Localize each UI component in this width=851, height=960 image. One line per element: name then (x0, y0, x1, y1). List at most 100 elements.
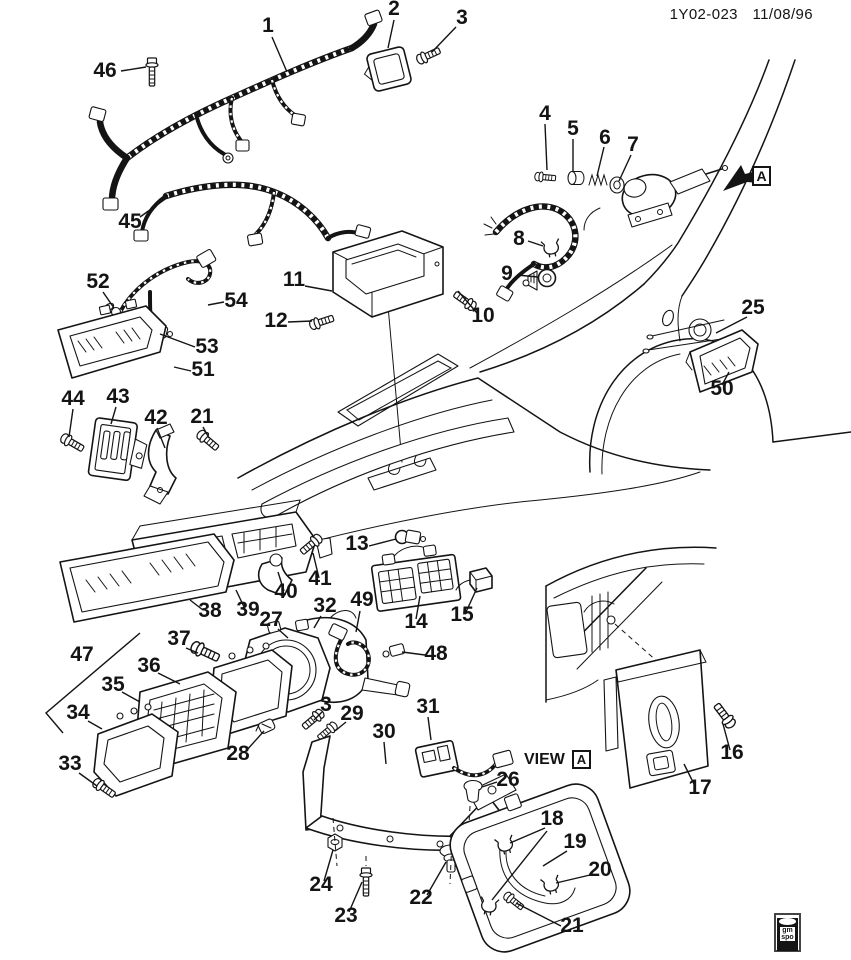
leader-line-45-0 (139, 196, 169, 218)
leader-line-11-0 (304, 285, 333, 292)
callout-47-36: 47 (70, 643, 93, 666)
callout-46-3: 46 (93, 59, 116, 82)
turn-lamp-lens-38 (59, 533, 235, 623)
view-a-car-corner (545, 546, 717, 703)
callout-11-13: 11 (283, 268, 306, 291)
leader-line-3-0 (431, 26, 457, 53)
document-date: 11/08/96 (752, 6, 813, 23)
callout-3-42: 3 (320, 693, 332, 716)
lamp-switch-31 (414, 739, 514, 778)
connector-15 (455, 567, 493, 593)
lamp-bracket-40 (257, 553, 293, 597)
callout-41-25: 41 (308, 567, 332, 590)
mounting-plate (87, 417, 148, 482)
callout-39-27: 39 (236, 598, 259, 621)
hood-scoop-recess (337, 305, 459, 463)
direction-arrow-icon (723, 165, 759, 191)
leader-line-3-0 (313, 711, 323, 721)
front-bumper-fascia (237, 377, 711, 547)
callout-21-23: 21 (190, 405, 214, 428)
headlamp-door (332, 230, 444, 318)
screw-21 (194, 427, 222, 454)
callout-49-33: 49 (350, 588, 373, 611)
document-id: 1Y02-023 (669, 6, 738, 23)
leader-line-13-0 (368, 538, 397, 547)
engine-wiring-harness (88, 9, 383, 247)
gm-spo-logo-inner: gm spo (777, 918, 798, 951)
callout-48-34: 48 (424, 642, 448, 665)
callout-22-55: 22 (409, 886, 432, 909)
callout-17-48: 17 (688, 776, 711, 799)
callout-7-8: 7 (627, 133, 639, 156)
callout-29-43: 29 (340, 702, 363, 725)
leader-line-25-0 (715, 316, 748, 334)
gm-spo-logo-text: gm spo (779, 926, 796, 942)
leader-line-35-0 (121, 691, 141, 703)
leader-line-23-0 (348, 881, 363, 913)
gm-logo-oval-icon (779, 918, 796, 925)
screw-46 (145, 57, 159, 87)
callout-34-39: 34 (66, 701, 90, 724)
leader-line-24-0 (323, 849, 334, 882)
leader-line-43-0 (110, 406, 117, 425)
callout-21-52: 21 (560, 914, 584, 937)
car-body-front-outline (469, 59, 851, 475)
callout-31-45: 31 (416, 695, 440, 718)
leader-line-34-0 (87, 720, 103, 730)
leader-line-17-0 (683, 763, 695, 785)
callout-52-11: 52 (86, 270, 109, 293)
callout-2-1: 2 (388, 0, 400, 20)
callout-40-26: 40 (274, 580, 297, 603)
callout-27-31: 27 (259, 608, 282, 631)
callout-9-10: 9 (501, 262, 513, 285)
headlamp-opening-cover-17 (603, 649, 709, 789)
callout-10-15: 10 (471, 304, 494, 327)
bolt-23 (359, 856, 373, 897)
leader-line-15-0 (465, 587, 478, 613)
leader-line-28-0 (245, 730, 265, 752)
leader-line-40-0 (277, 571, 285, 592)
leader-line-53-0 (159, 333, 196, 348)
leader-line-51-0 (173, 366, 192, 372)
screw-44 (58, 431, 87, 455)
bumper-plug-26 (463, 779, 483, 843)
callout-4-5: 4 (539, 102, 551, 125)
callout-43-21: 43 (106, 385, 129, 408)
callout-13-24: 13 (345, 532, 368, 555)
callout-1: 1 (262, 14, 274, 37)
headlamp-bezel-34 (93, 703, 179, 797)
leader-line-22-0 (426, 861, 447, 896)
callout-16-47: 16 (720, 741, 743, 764)
leader-line-46-0 (120, 66, 147, 72)
leader-line-2-0 (387, 19, 395, 49)
leader-line-14-0 (415, 595, 421, 620)
leader-line-21-0 (515, 902, 562, 927)
leader-line-7-0 (618, 154, 632, 182)
actuator-grommet (609, 176, 625, 194)
actuator-spring (588, 173, 608, 187)
callout-51-17: 51 (191, 358, 215, 381)
callout-6-7: 6 (599, 126, 611, 149)
view-a-box-letter: A (571, 750, 591, 769)
leader-line-50-0 (721, 371, 730, 386)
callout-18-49: 18 (540, 807, 564, 830)
relay-module (363, 46, 412, 92)
callout-35-38: 35 (101, 673, 125, 696)
leader-line-20-0 (555, 874, 591, 884)
leader-line-37-0 (185, 647, 199, 654)
page-header: 1Y02-023 11/08/96 (660, 6, 813, 23)
callout-8-9: 8 (513, 227, 525, 250)
leader-line-42-0 (156, 427, 166, 449)
leader-line-32-0 (313, 615, 322, 629)
leader-line-6-0 (596, 146, 605, 177)
callout-44-20: 44 (61, 387, 85, 410)
support-bracket-42 (143, 423, 177, 505)
callout-42-22: 42 (144, 406, 167, 429)
door-screw-12 (307, 311, 336, 332)
leader-line-18-1 (491, 830, 548, 901)
forward-lamp-harness (483, 203, 579, 302)
clip-nut-28 (257, 718, 276, 734)
